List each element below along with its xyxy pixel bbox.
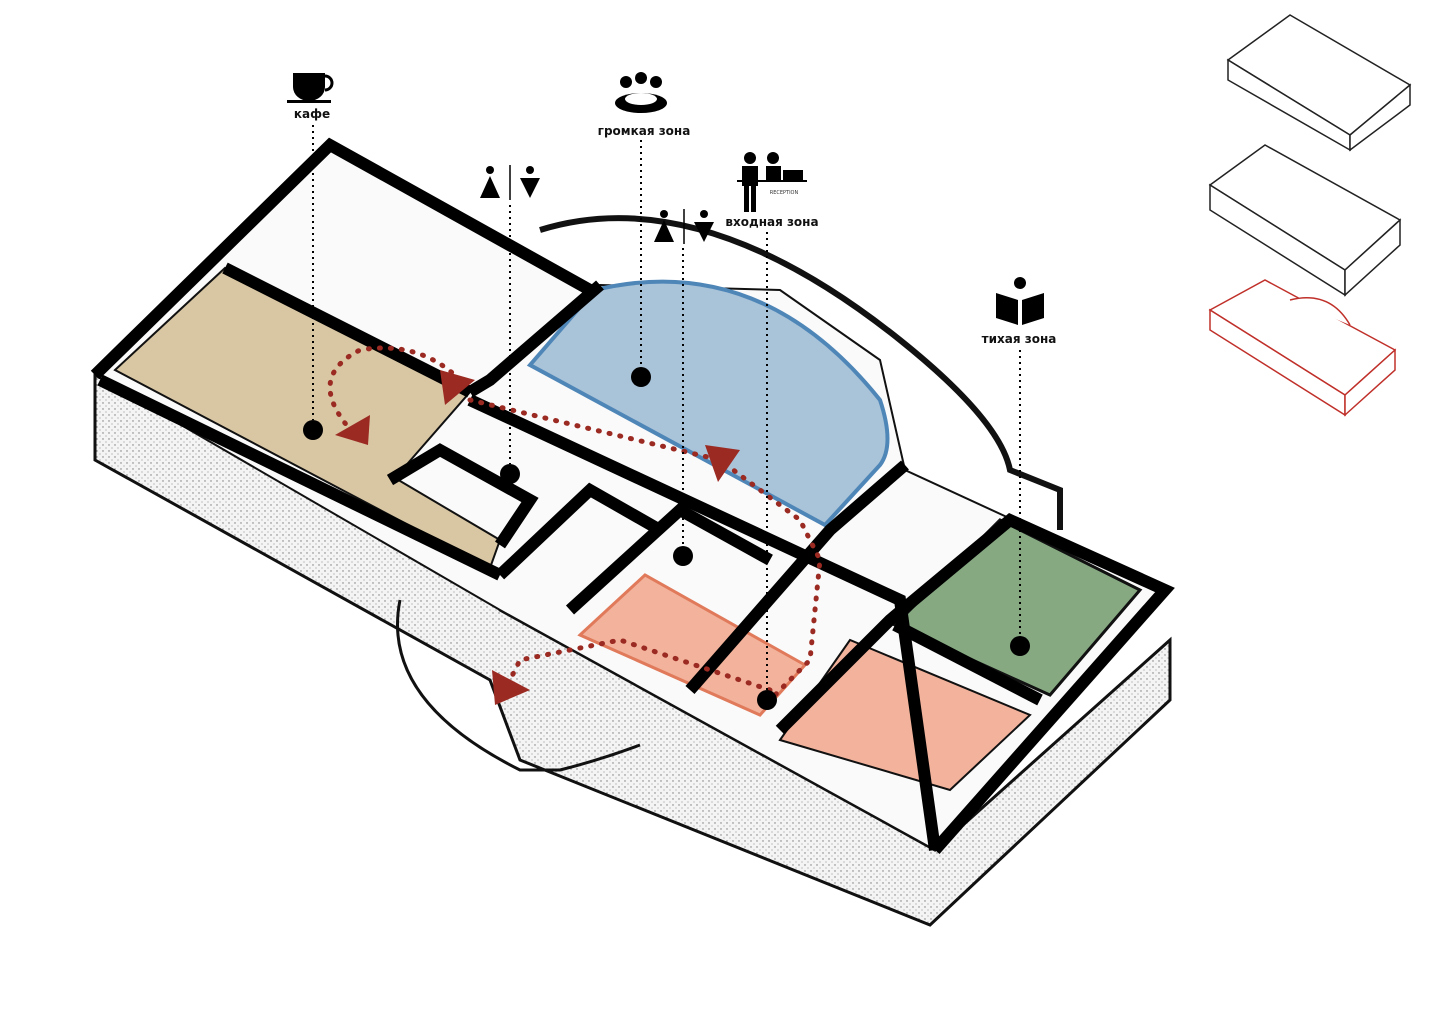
thumbnail-building-cut xyxy=(1208,144,1402,297)
thumbnail-building-exterior xyxy=(1226,14,1412,152)
path-arrows xyxy=(335,370,740,705)
reception-desk-icon xyxy=(737,152,807,212)
coffee-cup-icon xyxy=(287,73,334,103)
cafe-label: кафе xyxy=(294,107,330,121)
circulation-path xyxy=(327,345,823,703)
thumbnail-building-ground-floor-highlighted xyxy=(1208,279,1397,417)
meeting-group-icon xyxy=(615,72,667,113)
reception-label: RECEPTION xyxy=(770,190,799,196)
zone-loud-area xyxy=(526,279,890,528)
entrance-zone-label: входная зона xyxy=(725,215,818,229)
quiet-zone-label: тихая зона xyxy=(982,332,1057,346)
leader-lines xyxy=(312,125,1021,690)
loud-zone-label: громкая зона xyxy=(598,124,691,138)
zone-entrance-area-2 xyxy=(778,638,1032,792)
zone-markers xyxy=(303,367,1030,710)
restroom-icon xyxy=(480,165,540,200)
open-book-icon xyxy=(996,277,1044,325)
walls xyxy=(90,137,1175,854)
restroom-icon xyxy=(654,209,714,244)
